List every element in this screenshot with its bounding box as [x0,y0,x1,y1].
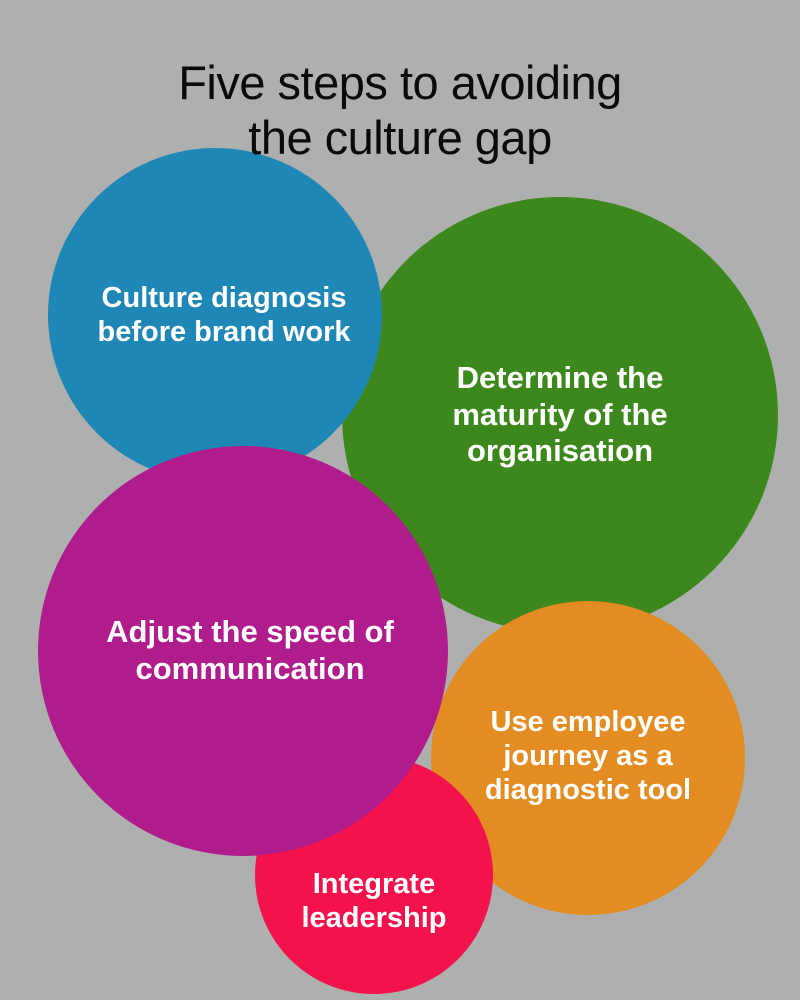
bubble-label-blue: Culture diagnosis before brand work [97,281,351,348]
bubble-label-magenta: Adjust the speed of communication [106,614,394,686]
page-title: Five steps to avoiding the culture gap [178,56,622,164]
bubble-label-crimson: Integrate leadership [301,867,447,934]
bubble-label-orange: Use employee journey as a diagnostic too… [484,705,692,807]
bubble-culture-diagnosis: Culture diagnosis before brand work [48,148,382,482]
bubble-adjust-speed: Adjust the speed of communication [38,446,448,856]
bubble-label-green: Determine the maturity of the organisati… [452,360,668,469]
